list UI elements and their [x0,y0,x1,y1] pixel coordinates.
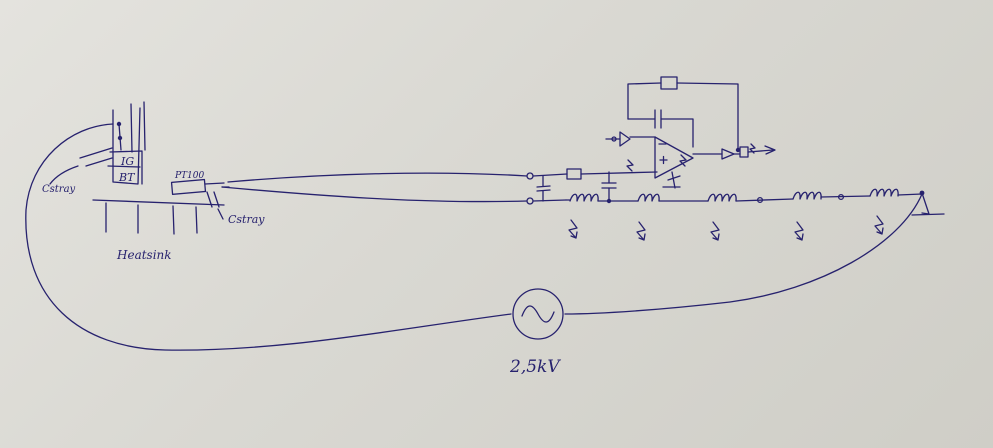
input-buffer [605,131,631,147]
hv-loop-wire [25,123,923,351]
output-stage [721,143,776,160]
c-stray-right-label: Cstray [228,213,265,226]
igbt-module [107,101,146,185]
ladder-network [565,188,925,204]
heatsink-label: Heatsink [116,248,172,262]
feedback-network [627,76,739,149]
source-voltage-label: 2,5kV [509,357,561,377]
op-amp [629,136,723,189]
ground-symbols [626,154,687,172]
sensor-cable [221,172,528,203]
input-terminals [526,172,568,205]
stray-capacitor-left [49,147,113,185]
input-resistor [566,168,658,204]
pt100-label: PT100 [174,171,205,181]
pt100-sensor [170,178,225,196]
igbt-label-bottom: BT [118,171,136,184]
heatsink [92,199,225,235]
ladder-ground-symbols [568,215,884,241]
ac-voltage-source [512,288,564,340]
stray-capacitor-right [206,191,224,220]
right-ground [911,192,945,216]
c-stray-left-label: Cstray [42,184,76,195]
igbt-label-top: IG [120,155,134,168]
